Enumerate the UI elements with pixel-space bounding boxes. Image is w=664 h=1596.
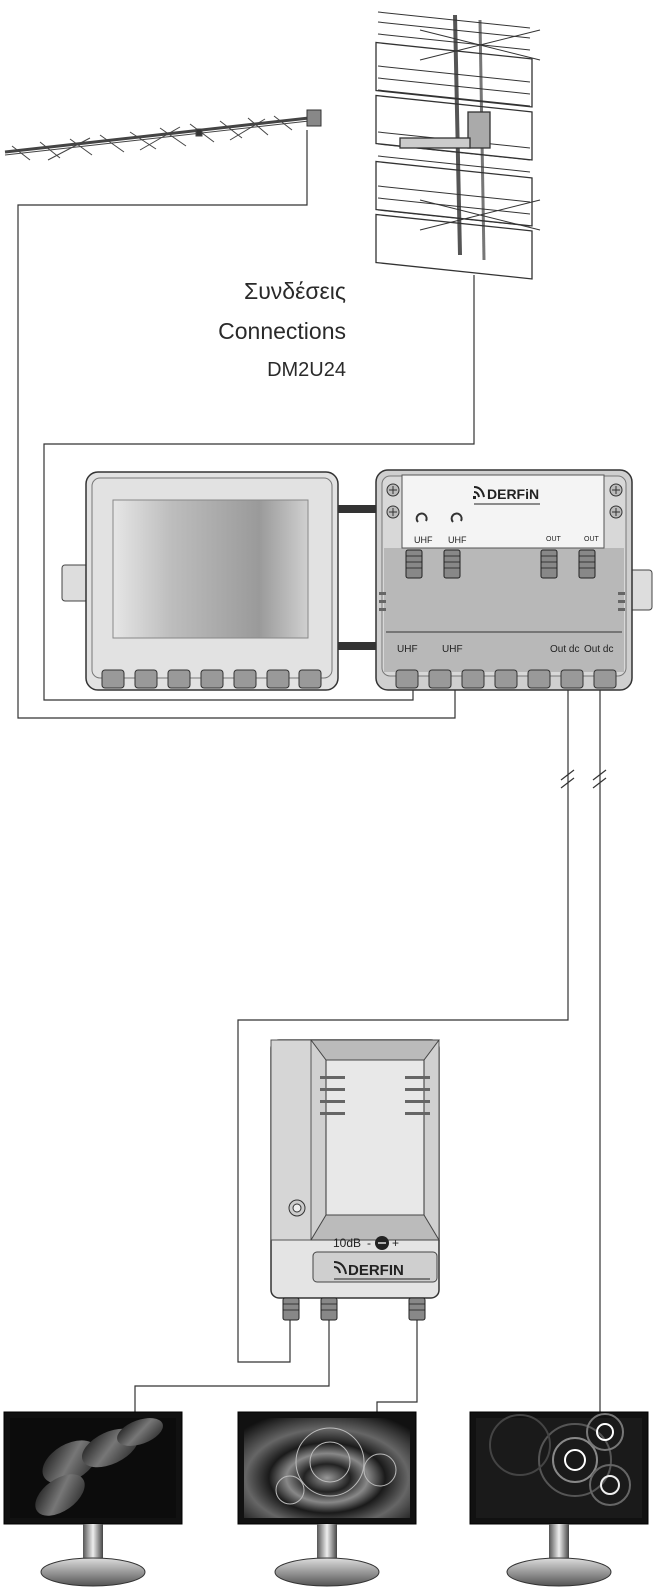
amp-bottom-label-3: Out dc [550,644,579,655]
amplifier-unit: DERFiN UHF UHF OUT OUT UHF [375,469,653,691]
derfin-logo-icon [473,486,485,499]
splitter-unit: 10dB - + DERFIN [270,1039,440,1321]
title-greek: Συνδέσεις [244,278,346,304]
amp-brand: DERFiN [487,486,539,502]
gain-knob-icon [415,512,463,523]
tv-3 [469,1411,649,1587]
amp-output-label-2: OUT [584,536,600,543]
panel-antenna-icon [375,11,541,280]
tv-2 [237,1411,417,1587]
attenuator-minus: - [367,1236,371,1250]
attenuator-label: 10dB [333,1236,361,1250]
splitter-brand: DERFIN [348,1262,404,1279]
amp-bottom-label-4: Out dc [584,644,613,655]
amp-input-label-1: UHF [414,535,433,545]
amp-input-label-2: UHF [448,535,467,545]
title-english: Connections [218,318,346,344]
yagi-antenna-icon [4,109,322,161]
tv-1 [3,1411,183,1587]
title-model: DM2U24 [267,359,346,381]
cables [17,130,601,1412]
amp-bottom-label-1: UHF [397,644,418,655]
amp-output-label-1: OUT [546,536,562,543]
attenuator-plus: + [392,1236,399,1250]
cable-break-icon [560,769,607,789]
amp-bottom-label-2: UHF [442,644,463,655]
derfin-logo-icon [333,1261,347,1275]
amplifier-cover [61,471,378,691]
